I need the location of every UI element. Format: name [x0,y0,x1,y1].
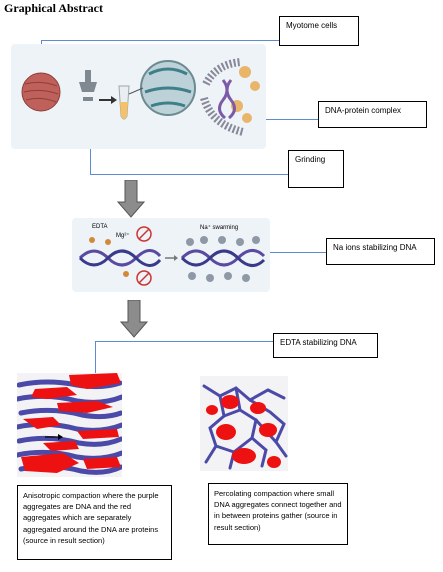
percolating-compaction-image [200,376,288,471]
callout-myotome-cells: Myotome cells [279,16,359,46]
caption-percolating-compaction: Percolating compaction where small DNA a… [208,483,348,545]
callout-edta: EDTA stabilizing DNA [273,333,378,358]
na-swarming-label: Na⁺ swarming [200,225,239,231]
connector-edta-horizontal [95,341,273,342]
callout-dna-protein-complex: DNA-protein complex [318,101,427,128]
edta-label: EDTA [92,224,108,230]
myotome-illustration [21,58,260,136]
connector-grinding-vertical [90,138,91,175]
percolating-compaction-figure [202,384,288,470]
down-arrow-1 [117,180,145,218]
connector-edta-vertical [95,341,96,377]
anisotropic-compaction-image [14,373,125,477]
callout-grinding: Grinding [288,150,344,188]
page-title: Graphical Abstract [4,1,103,15]
dna-stabilization-illustration [78,226,266,286]
down-arrow-2 [120,300,148,338]
callout-na-ions: Na ions stabilizing DNA [326,238,435,265]
caption-anisotropic-compaction: Anisotropic compaction where the purple … [17,485,172,560]
dna-stabilization-panel: EDTA Mg²⁺ Na⁺ swarming [72,218,270,292]
myotome-illustration-panel [11,44,266,149]
connector-dna-protein [240,119,318,120]
connector-grinding-horizontal [90,174,288,175]
anisotropic-compaction-figure [14,373,125,475]
mg-label: Mg²⁺ [116,233,130,239]
connector-myotome-horizontal [41,40,279,41]
connector-na-ions [270,252,326,253]
